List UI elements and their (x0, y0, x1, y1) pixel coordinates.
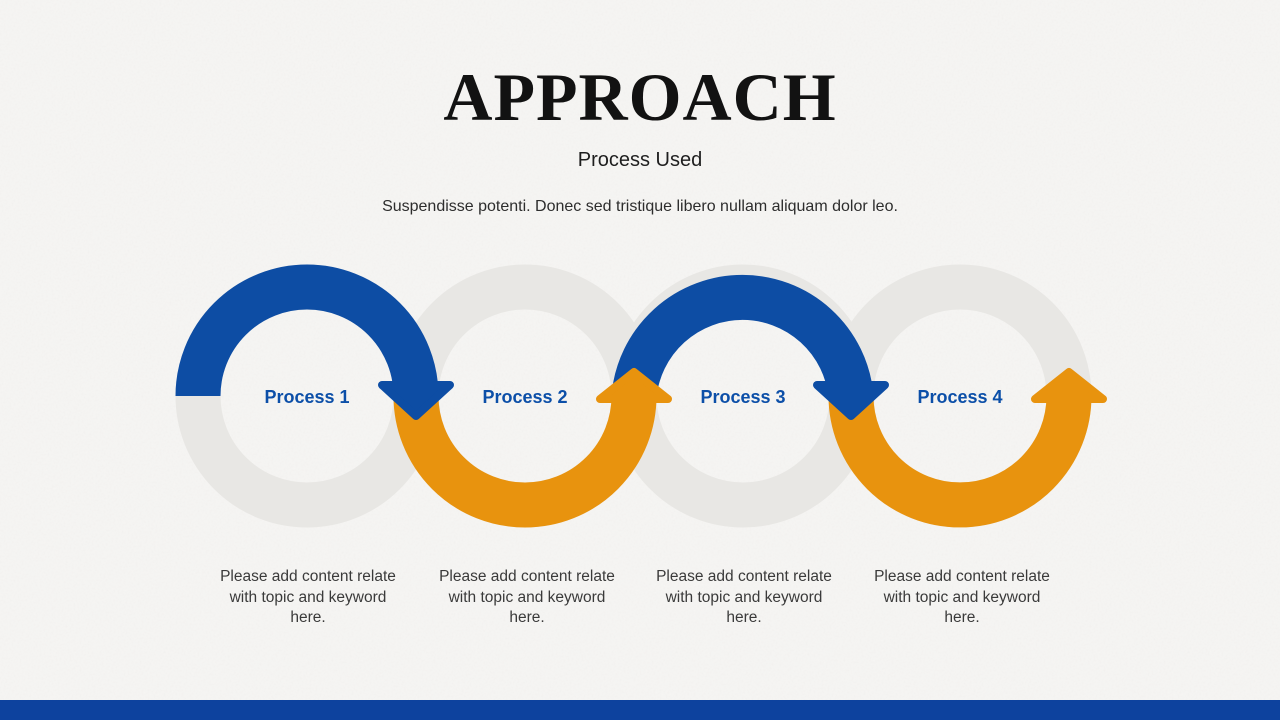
process-2-label: Process 2 (482, 387, 568, 407)
process-2-description: Please add content relate with topic and… (439, 568, 615, 627)
process-1-label: Process 1 (264, 387, 350, 407)
footer-accent-bar (0, 700, 1280, 720)
process-4-label: Process 4 (917, 387, 1003, 407)
arc-step-1 (175, 264, 439, 397)
process-4-description: Please add content relate with topic and… (874, 568, 1050, 627)
process-1-description: Please add content relate with topic and… (220, 568, 396, 627)
process-3-label: Process 3 (700, 387, 786, 407)
arc-step-2 (393, 395, 657, 528)
arc-step-4 (828, 395, 1092, 528)
process-3-description: Please add content relate with topic and… (656, 568, 832, 627)
